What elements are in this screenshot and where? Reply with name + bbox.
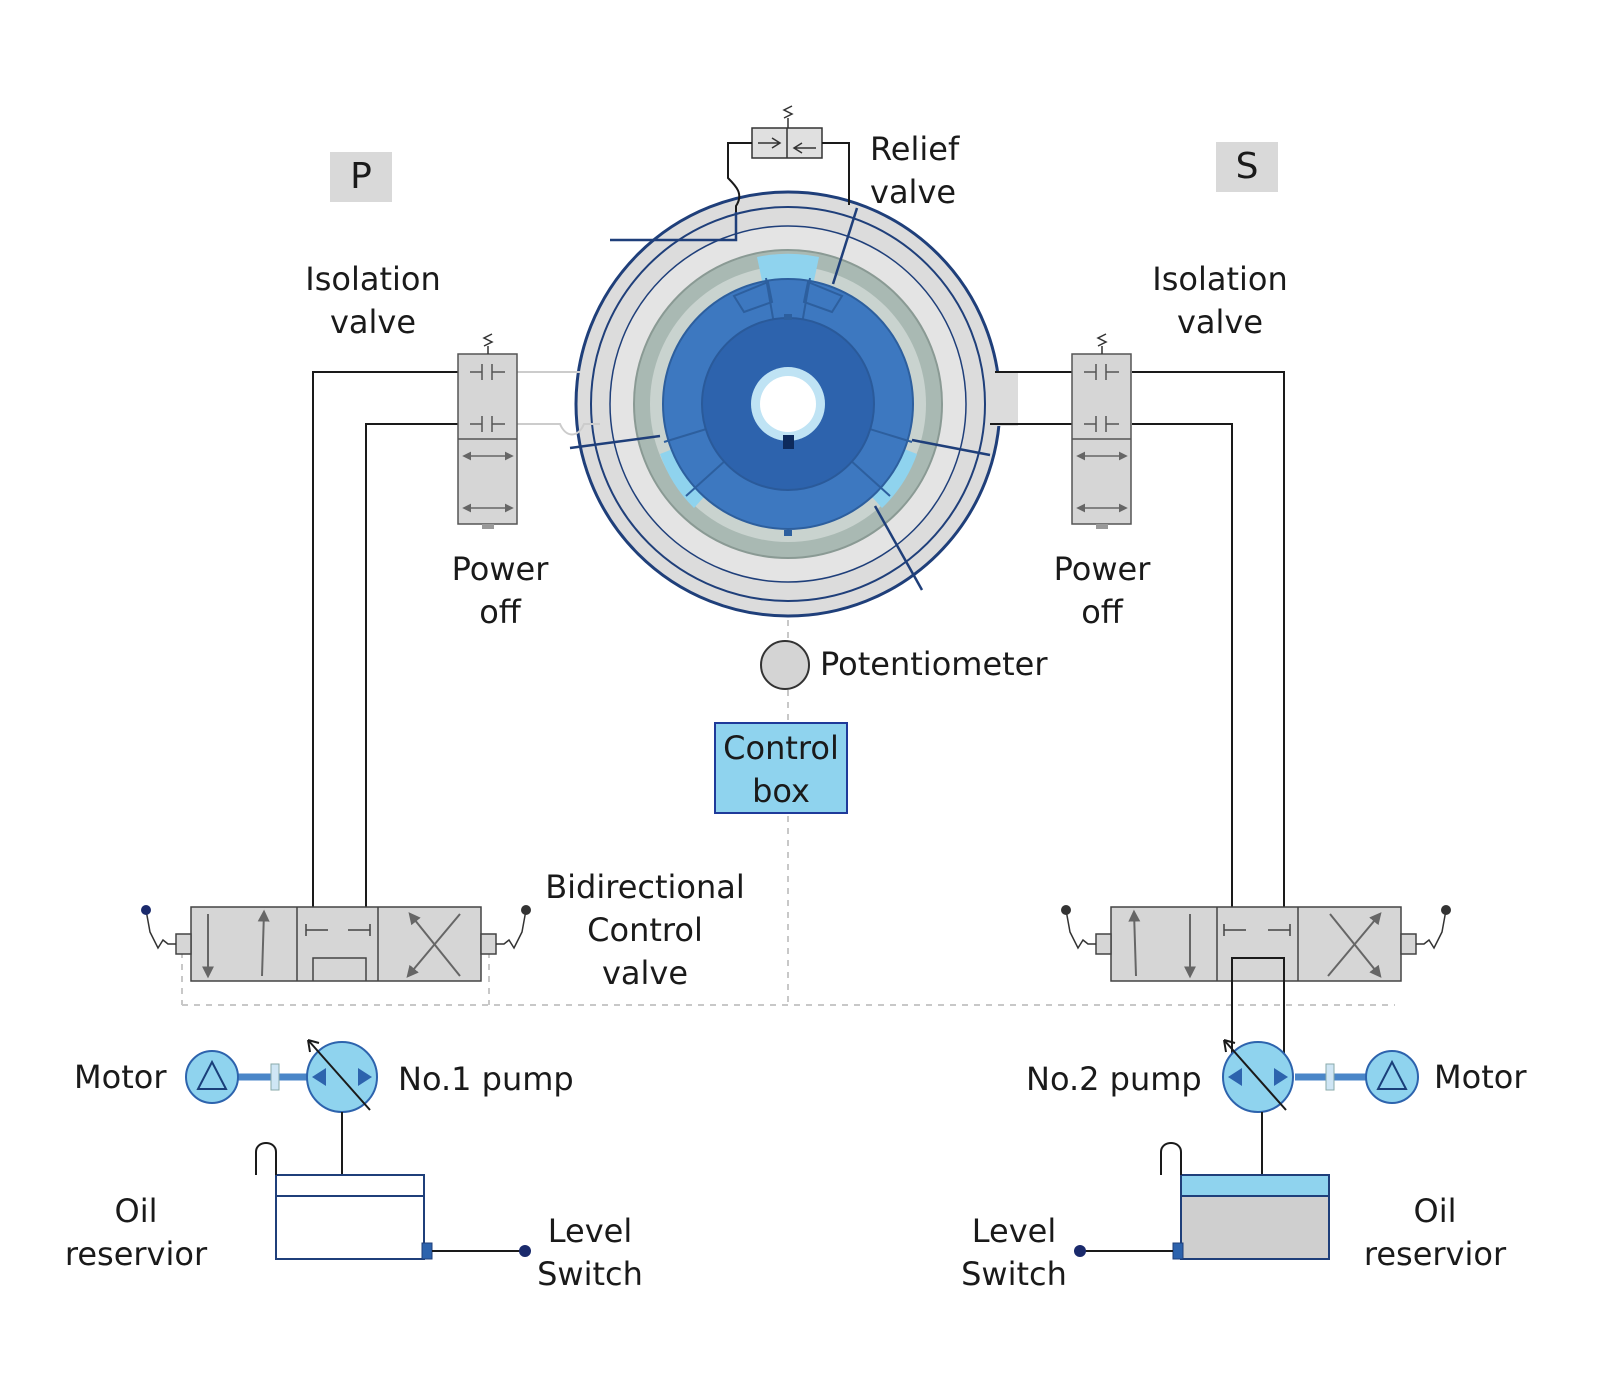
control-valve-left — [141, 905, 531, 982]
oil-reservoir-right — [1074, 1142, 1330, 1260]
level-switch-left-label: Level Switch — [528, 1210, 652, 1296]
power-off-left-line1: Power — [451, 550, 549, 588]
control-valve-right — [1061, 905, 1451, 982]
pump-right-label: No.2 pump — [1026, 1060, 1202, 1098]
rotary-vane-actuator — [569, 190, 1018, 618]
isolation-valve-left-label: Isolation valve — [278, 258, 468, 344]
motor-right-symbol — [1365, 1050, 1419, 1104]
motor-left-symbol — [185, 1050, 239, 1104]
oil-reservoir-right-line1: Oil — [1413, 1192, 1457, 1230]
side-tag-s: S — [1216, 142, 1278, 192]
oil-reservoir-right-line2: reservior — [1363, 1235, 1507, 1273]
oil-reservoir-right-label: Oil reservior — [1355, 1190, 1515, 1276]
oil-reservoir-left-label: Oil reservior — [56, 1190, 216, 1276]
level-switch-right-line1: Level — [971, 1212, 1057, 1250]
isolation-valve-right-label: Isolation valve — [1125, 258, 1315, 344]
isolation-valve-right-line2: valve — [1176, 303, 1264, 341]
hydraulic-lines-left — [312, 371, 600, 907]
bidirectional-line1: Bidirectional — [545, 868, 745, 906]
bidirectional-control-valve-label: Bidirectional Control valve — [540, 866, 750, 995]
oil-reservoir-left — [255, 1142, 531, 1260]
motor-pump-left — [185, 1039, 378, 1175]
power-off-right-line1: Power — [1053, 550, 1151, 588]
potentiometer-symbol — [760, 640, 810, 690]
control-box-line1: Control — [723, 729, 839, 767]
motor-pump-right — [1222, 1039, 1419, 1175]
relief-valve-label-line2: valve — [870, 173, 957, 211]
relief-valve-label-line1: Relief — [870, 130, 960, 168]
motor-left-label: Motor — [74, 1058, 167, 1096]
isolation-valve-left-line2: valve — [329, 303, 417, 341]
power-off-right-line2: off — [1081, 593, 1123, 631]
level-switch-right-line2: Switch — [961, 1255, 1067, 1293]
relief-valve-label: Relief valve — [870, 128, 1050, 214]
control-box: Control box — [714, 722, 848, 814]
pump-left-label: No.1 pump — [398, 1060, 574, 1098]
motor-right-label: Motor — [1434, 1058, 1527, 1096]
potentiometer-label: Potentiometer — [820, 645, 1048, 683]
level-switch-left-line1: Level — [547, 1212, 633, 1250]
power-off-right-label: Power off — [1032, 548, 1172, 634]
isolation-valve-right — [1071, 333, 1132, 529]
level-switch-left-line2: Switch — [537, 1255, 643, 1293]
oil-reservoir-left-line2: reservior — [64, 1235, 208, 1273]
level-switch-right-label: Level Switch — [952, 1210, 1076, 1296]
bidirectional-line2: Control — [587, 911, 703, 949]
isolation-valve-right-line1: Isolation — [1152, 260, 1288, 298]
isolation-valve-left-line1: Isolation — [305, 260, 441, 298]
side-tag-p: P — [330, 152, 392, 202]
power-off-left-line2: off — [479, 593, 521, 631]
isolation-valve-left — [457, 333, 518, 529]
power-off-left-label: Power off — [430, 548, 570, 634]
relief-valve — [727, 105, 850, 212]
hydraulic-lines-right — [990, 371, 1285, 907]
bidirectional-line3: valve — [601, 954, 689, 992]
control-box-line2: box — [752, 772, 810, 810]
oil-reservoir-left-line1: Oil — [114, 1192, 158, 1230]
